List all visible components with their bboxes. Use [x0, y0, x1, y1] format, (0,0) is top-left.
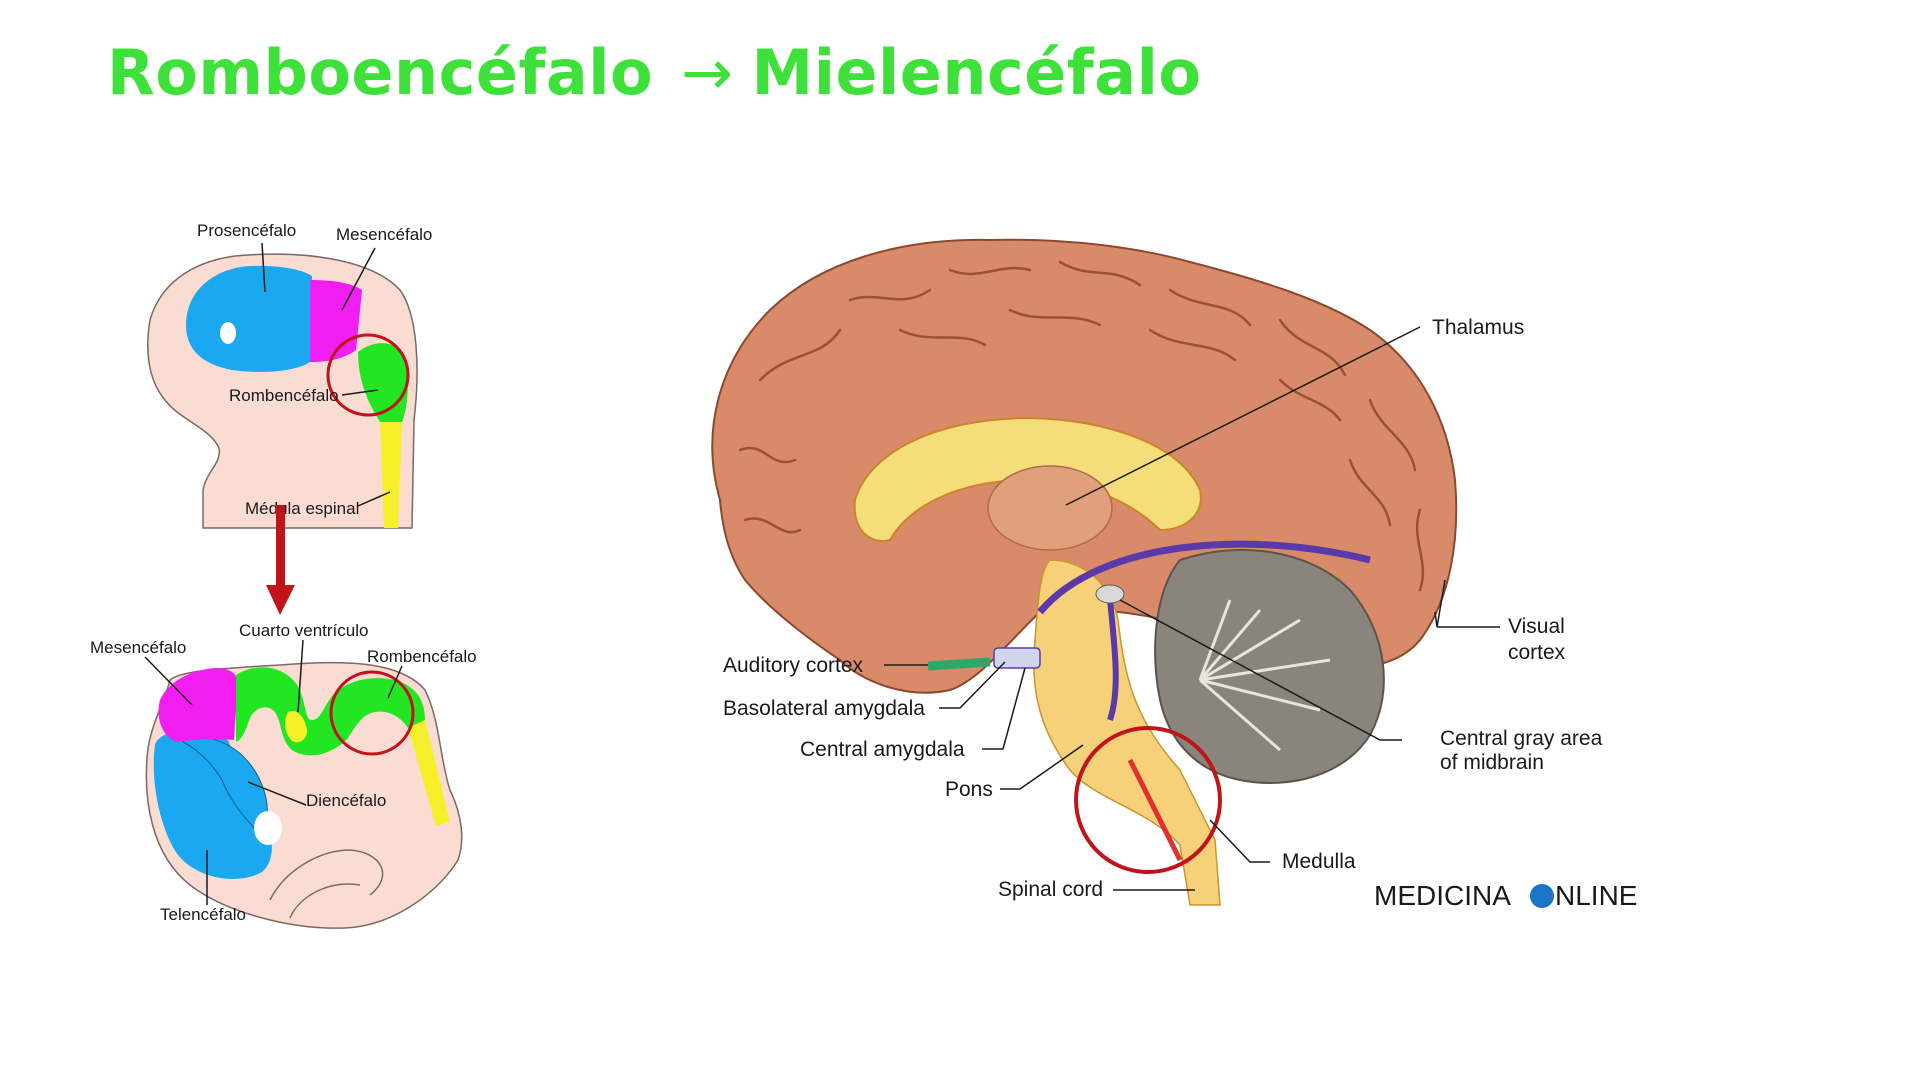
label-telencefalo: Telencéfalo [160, 905, 246, 924]
label-medula-espinal: Médula espinal [245, 499, 359, 518]
highlight-circle-brain [1074, 726, 1222, 874]
fourth-ventricle-region [285, 710, 308, 743]
mesencephalon-region-bottom [158, 668, 238, 742]
cerebellum [1154, 549, 1385, 784]
visual-pathway-arrow [1037, 540, 1371, 615]
highlight-circle-bottom [329, 670, 415, 756]
label-central-gray-1: Central gray area [1440, 727, 1603, 750]
label-spinal-cord: Spinal cord [998, 878, 1103, 901]
optic-vesicle-top [220, 322, 236, 344]
label-basolateral-amygdala: Basolateral amygdala [723, 697, 925, 720]
embryo-bottom-folds [269, 849, 384, 919]
label-pons: Pons [945, 778, 993, 801]
cerebellum-arbor [1198, 599, 1331, 752]
label-visual-cortex-1: Visual [1508, 615, 1565, 638]
label-medulla: Medulla [1282, 850, 1356, 873]
mesencephalon-region [310, 280, 362, 362]
watermark-medicina: MEDICINA [1374, 880, 1511, 911]
medulla-red-arrow [1127, 758, 1183, 862]
spinal-cord-region [380, 422, 402, 528]
label-cuarto-ventriculo: Cuarto ventrículo [239, 621, 368, 640]
label-central-amygdala: Central amygdala [800, 738, 965, 761]
watermark: MEDICINA NLINE [1374, 880, 1637, 911]
optic-vesicle-bottom [254, 811, 282, 845]
title-left: Romboencéfalo [107, 36, 654, 109]
embryo-bottom-diagram: Mesencéfalo Cuarto ventrículo Rombencéfa… [90, 621, 477, 929]
amygdala-box [993, 647, 1041, 669]
central-gray-node [1095, 584, 1125, 604]
label-thalamus: Thalamus [1432, 316, 1524, 339]
page-title: Romboencéfalo→Mielencéfalo [107, 42, 1201, 104]
brain-sagittal-diagram: Thalamus Visual cortex Auditory cortex B… [711, 238, 1603, 906]
label-mesencefalo-bottom: Mesencéfalo [90, 638, 186, 657]
label-rombencefalo-top: Rombencéfalo [229, 386, 339, 405]
descending-pathway-arrow [1107, 599, 1119, 721]
telencephalon-region [153, 728, 272, 879]
thalamus-structure [987, 465, 1113, 551]
title-right: Mielencéfalo [751, 36, 1202, 109]
highlight-circle-top [326, 333, 410, 417]
label-central-gray-2: of midbrain [1440, 751, 1544, 774]
title-arrow: → [681, 36, 734, 109]
brain-gyri [738, 260, 1425, 592]
spinal-cord-region-bottom [408, 720, 450, 826]
globe-icon [1530, 884, 1554, 908]
label-auditory-cortex: Auditory cortex [723, 654, 864, 677]
label-visual-cortex-2: cortex [1508, 641, 1566, 664]
auditory-pathway-arrow [927, 657, 991, 671]
label-rombencefalo-bottom: Rombencéfalo [367, 647, 477, 666]
prosencephalon-region [186, 265, 312, 372]
watermark-online: NLINE [1555, 880, 1637, 911]
label-prosencefalo-top: Prosencéfalo [197, 221, 296, 240]
label-mesencefalo-top: Mesencéfalo [336, 225, 432, 244]
down-arrow [266, 505, 295, 615]
embryo-top-diagram: Prosencéfalo Mesencéfalo Rombencéfalo Mé… [147, 221, 432, 529]
label-diencefalo: Diencéfalo [306, 791, 386, 810]
